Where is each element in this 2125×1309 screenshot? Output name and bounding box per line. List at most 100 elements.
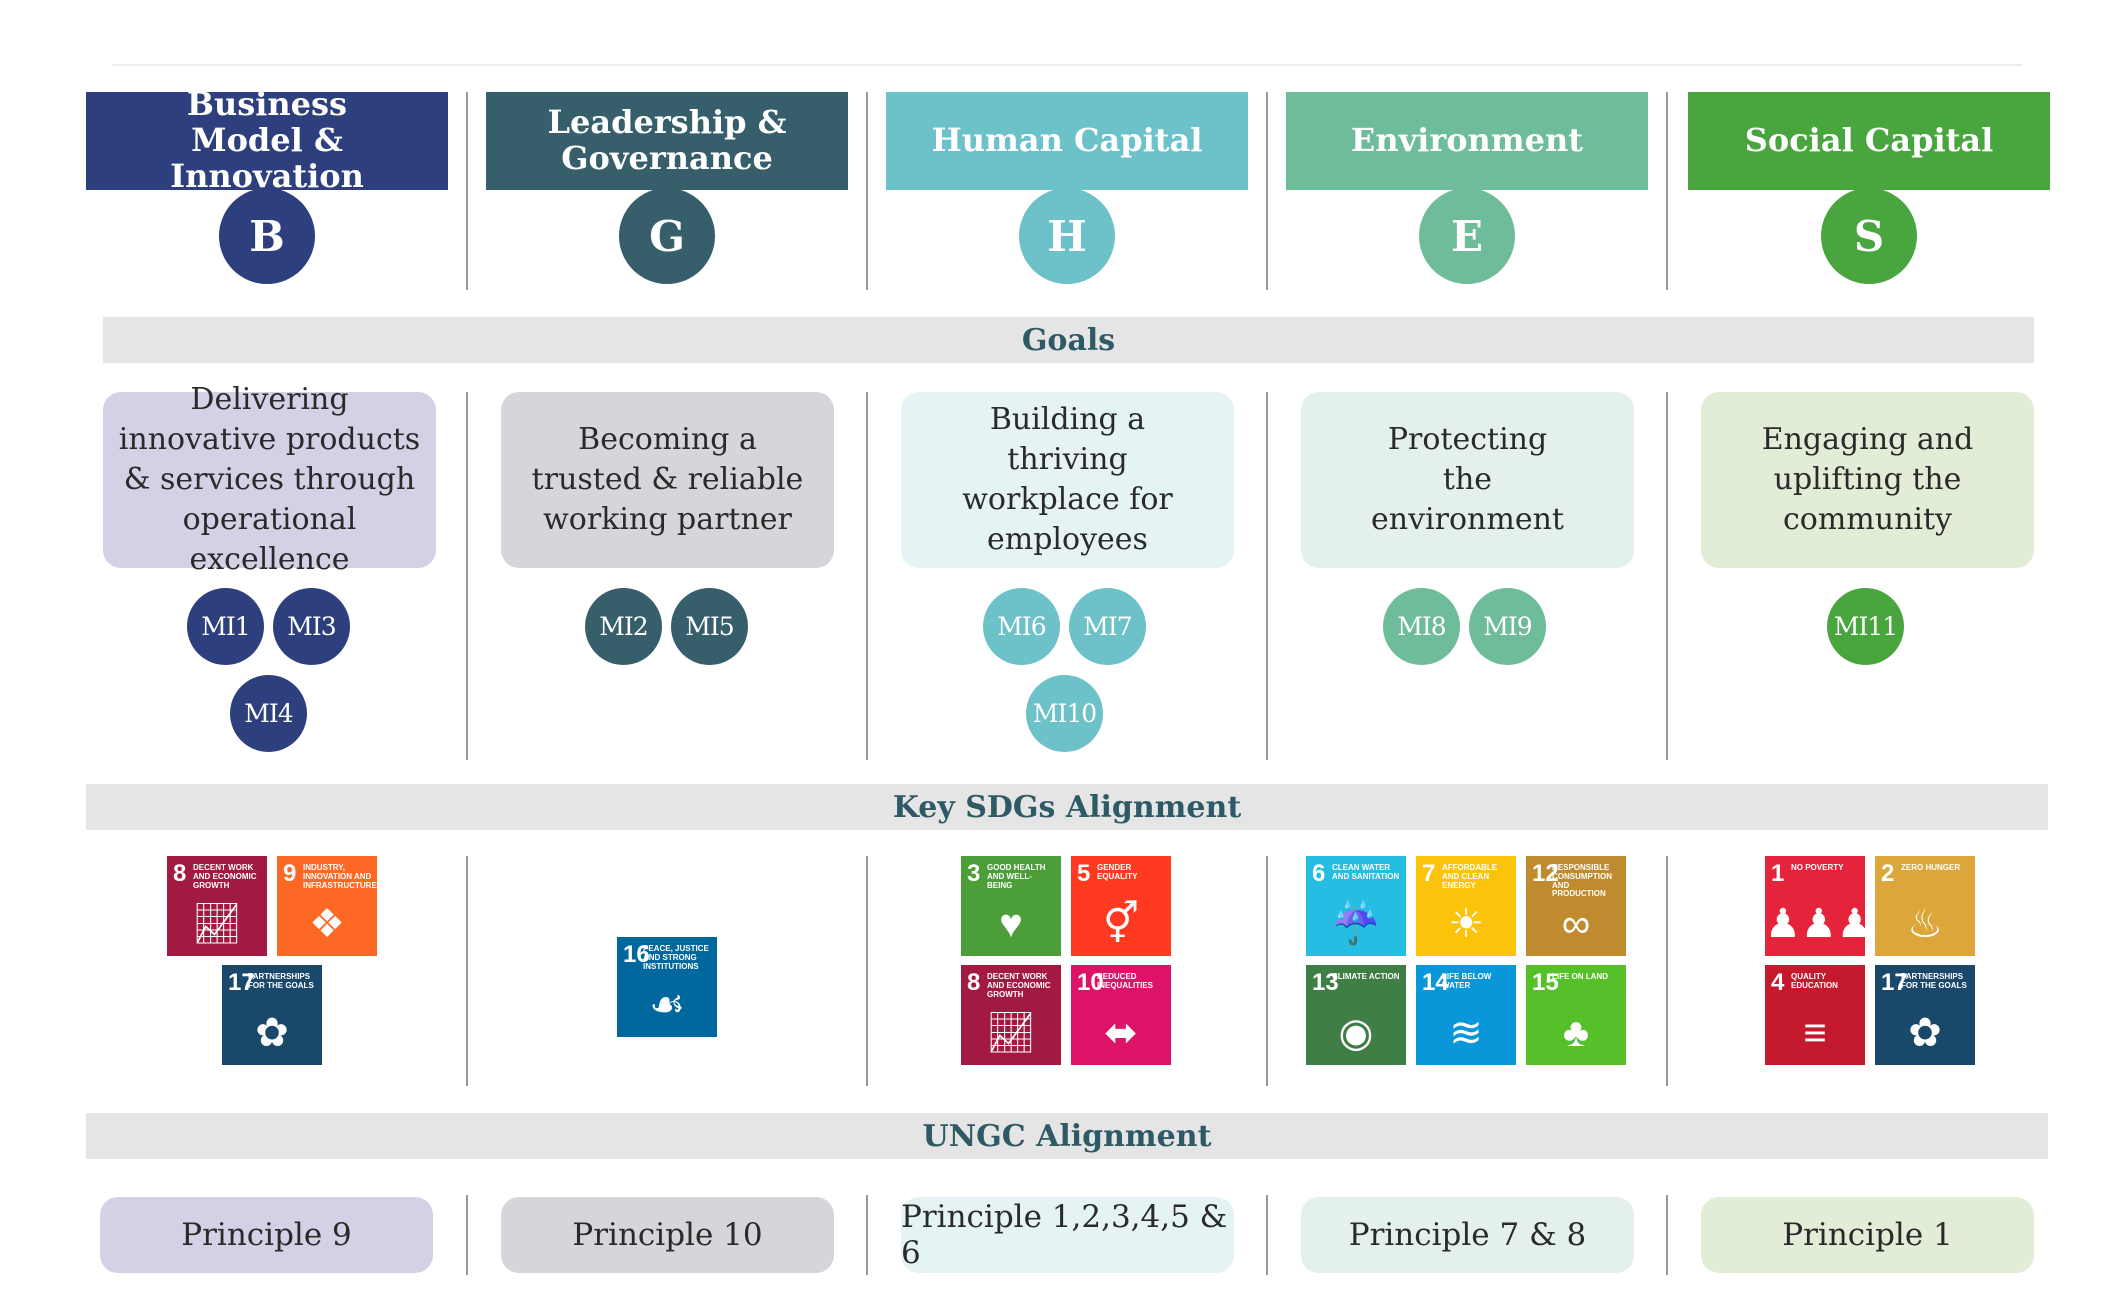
mi-badge-mi4: MI4 [230, 675, 307, 752]
top-divider [112, 64, 2022, 66]
goal-business-model: Delivering innovative products & service… [103, 382, 436, 577]
mi-badge-mi6: MI6 [983, 588, 1060, 665]
column-divider [866, 1195, 868, 1275]
pillar-letter-e: E [1419, 188, 1515, 284]
infinity-icon: ∞ [1561, 902, 1591, 946]
eye-globe-icon: ◉ [1338, 1011, 1374, 1055]
sdg-number: 17 [1881, 969, 1908, 996]
sdg-tile-7: 7 Affordable and Clean Energy ☀ [1416, 856, 1516, 956]
sdg-tile-12: 12 Responsible Consumption and Productio… [1526, 856, 1626, 956]
column-divider [466, 392, 468, 760]
sdg-number: 2 [1881, 860, 1895, 887]
column-divider [1666, 392, 1668, 760]
pillar-letter-b: B [219, 188, 315, 284]
sdg-number: 3 [967, 860, 981, 887]
sdg-number: 16 [623, 941, 650, 968]
column-divider [1666, 856, 1668, 1086]
sdg-label: No Poverty [1791, 863, 1844, 872]
pillar-header-human-capital: Human Capital [886, 92, 1248, 190]
goals-band: Goals [103, 317, 2034, 363]
goal-leadership: Becoming a trusted & reliable working pa… [501, 392, 834, 568]
pillar-letter-h: H [1019, 188, 1115, 284]
principle-human-capital: Principle 1,2,3,4,5 & 6 [901, 1197, 1234, 1273]
column-divider [466, 92, 468, 290]
sdg-number: 5 [1077, 860, 1091, 887]
equality-arrows-icon: ⬌ [1104, 1011, 1138, 1055]
sdg-tile-15: 15 Life on Land ♣ [1526, 965, 1626, 1065]
column-divider [866, 392, 868, 760]
sdg-label: Quality Education [1791, 972, 1838, 990]
pillar-header-leadership: Leadership & Governance [486, 92, 848, 190]
sdg-number: 8 [967, 969, 981, 996]
column-divider [1666, 1195, 1668, 1275]
sdgs-band: Key SDGs Alignment [86, 784, 2048, 830]
sdg-tile-8: 8 Decent Work and Economic Growth 📈︎ [167, 856, 267, 956]
gender-icon: ⚥ [1102, 902, 1140, 946]
principle-social-capital: Principle 1 [1701, 1197, 2034, 1273]
sdg-tile-8: 8 Decent Work and Economic Growth 📈︎ [961, 965, 1061, 1065]
column-divider [866, 856, 868, 1086]
sdg-tile-1: 1 No Poverty ♟♟♟ [1765, 856, 1865, 956]
sdg-number: 4 [1771, 969, 1785, 996]
goal-human-capital: Building a thriving workplace for employ… [901, 392, 1234, 568]
principle-environment: Principle 7 & 8 [1301, 1197, 1634, 1273]
sdg-label: Zero Hunger [1901, 863, 1961, 872]
heartbeat-icon: ♥ [999, 902, 1023, 946]
sdg-number: 8 [173, 860, 187, 887]
sdg-label: Climate Action [1332, 972, 1400, 981]
sdg-tile-5: 5 Gender Equality ⚥ [1071, 856, 1171, 956]
column-divider [1266, 392, 1268, 760]
column-divider [1666, 92, 1668, 290]
column-divider [1266, 92, 1268, 290]
sdg-tile-17: 17 Partnerships for the Goals ✿ [222, 965, 322, 1065]
sdg-number: 9 [283, 860, 297, 887]
mi-badge-mi1: MI1 [187, 588, 264, 665]
mi-badge-mi9: MI9 [1469, 588, 1546, 665]
sdg-number: 12 [1532, 860, 1559, 887]
mi-badge-mi5: MI5 [671, 588, 748, 665]
sdg-label: Peace, Justice and Strong Institutions [643, 944, 709, 971]
growth-chart-icon: 📈︎ [985, 1011, 1037, 1055]
sdg-tile-17: 17 Partnerships for the Goals ✿ [1875, 965, 1975, 1065]
flower-rings-icon: ✿ [255, 1011, 289, 1055]
sdg-label: Reduced Inequalities [1097, 972, 1154, 990]
pillar-header-social-capital: Social Capital [1688, 92, 2050, 190]
goal-social-capital: Engaging and uplifting the community [1701, 392, 2034, 568]
mi-badge-mi2: MI2 [585, 588, 662, 665]
sdg-tile-14: 14 Life Below Water ≋ [1416, 965, 1516, 1065]
column-divider [866, 92, 868, 290]
mi-badge-mi3: MI3 [273, 588, 350, 665]
sdg-label: Partnerships for the Goals [248, 972, 314, 990]
mi-badge-mi8: MI8 [1383, 588, 1460, 665]
tree-icon: ♣ [1562, 1011, 1590, 1055]
water-glass-icon: ☔ [1331, 902, 1381, 946]
mi-badge-mi7: MI7 [1069, 588, 1146, 665]
sdg-number: 10 [1077, 969, 1104, 996]
column-divider [466, 1195, 468, 1275]
sdg-label: Gender Equality [1097, 863, 1138, 881]
column-divider [1266, 1195, 1268, 1275]
sdg-label: Decent Work and Economic Growth [987, 972, 1051, 999]
sdg-number: 17 [228, 969, 255, 996]
principle-leadership: Principle 10 [501, 1197, 834, 1273]
sdg-tile-6: 6 Clean Water and Sanitation ☔ [1306, 856, 1406, 956]
growth-chart-icon: 📈︎ [191, 902, 243, 946]
principle-business-model: Principle 9 [100, 1197, 433, 1273]
column-divider [1266, 856, 1268, 1086]
pillar-header-business-model: Business Model & Innovation [86, 86, 448, 194]
goal-environment: Protecting the environment [1301, 392, 1634, 568]
sdg-label: Life Below Water [1442, 972, 1492, 990]
pillar-letter-g: G [619, 188, 715, 284]
pillar-header-environment: Environment [1286, 92, 1648, 190]
book-icon: ≡ [1803, 1011, 1827, 1055]
sdg-tile-4: 4 Quality Education ≡ [1765, 965, 1865, 1065]
sdg-label: Responsible Consumption and Production [1552, 863, 1612, 899]
sdg-number: 7 [1422, 860, 1436, 887]
sdg-label: Life on Land [1552, 972, 1608, 981]
sdg-tile-13: 13 Climate Action ◉ [1306, 965, 1406, 1065]
column-divider [466, 856, 468, 1086]
sdg-label: Industry, Innovation and Infrastructure [303, 863, 377, 890]
sdg-tile-9: 9 Industry, Innovation and Infrastructur… [277, 856, 377, 956]
sdg-label: Good Health and Well-Being [987, 863, 1046, 890]
ungc-band: UNGC Alignment [86, 1113, 2048, 1159]
